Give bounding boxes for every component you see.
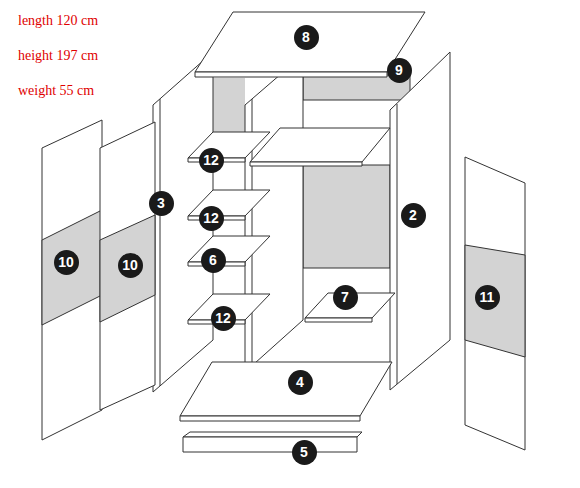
callout-number: 7 [341,289,349,305]
back-panel [303,165,390,268]
plinth [183,432,362,437]
bottom-panel [180,362,392,416]
door-band [100,215,155,322]
callout-circle: 9 [387,58,412,83]
door [465,157,525,450]
callout-number: 12 [203,152,219,168]
callout-number: 10 [58,254,74,270]
callout-circle: 3 [149,191,174,216]
callout-circle: 7 [333,285,358,310]
plinth [183,437,357,452]
callout-number: 12 [215,310,231,326]
divider-panel [245,55,303,372]
callout-number: 10 [122,257,138,273]
callout-circle: 10 [118,253,143,278]
callout-number: 6 [209,252,217,268]
shelf-edge [250,162,362,166]
callout-circle: 12 [211,306,236,331]
dimension-note: length 120 cm [18,13,98,29]
callout-circle: 4 [288,370,313,395]
side-panel [390,52,450,390]
callout-number: 3 [157,195,165,211]
door-band [465,245,525,357]
callout-number: 8 [302,29,310,45]
callout-circle: 11 [475,285,500,310]
dimension-note: weight 55 cm [18,83,94,99]
bottom-panel-edge [180,416,360,421]
panel-edge [397,104,398,384]
callout-number: 11 [480,289,495,305]
top-panel-edge [195,72,387,77]
callout-number: 5 [300,444,308,460]
callout-number: 4 [296,374,304,390]
callout-number: 2 [409,207,417,223]
callout-circle: 6 [201,248,226,273]
door [42,120,102,440]
shelf-edge [305,318,372,322]
callout-number: 12 [203,210,219,226]
callout-number: 9 [395,62,403,78]
door [100,122,155,410]
callout-circle: 12 [199,148,224,173]
callout-circle: 2 [401,203,426,228]
door-band [42,210,102,325]
callout-circle: 8 [294,25,319,50]
callout-circle: 5 [292,440,317,465]
callout-circle: 10 [54,250,79,275]
shelf [250,128,390,162]
back-panel [213,78,245,140]
panel-edge [160,99,161,386]
callout-circle: 12 [199,206,224,231]
dimension-note: height 197 cm [18,48,98,64]
